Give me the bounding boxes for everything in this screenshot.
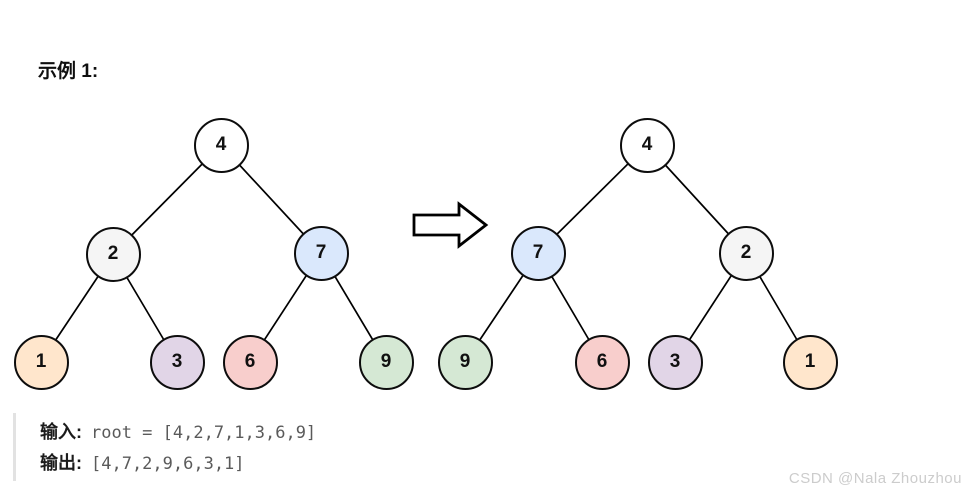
input-line: 输入: root = [4,2,7,1,3,6,9] [40,417,316,448]
tree-edge-input-tree-4-2 [112,144,222,255]
right-arrow-icon [412,201,489,249]
output-label: 输出: [40,453,82,473]
input-label: 输入: [40,422,82,442]
tree-edge-output-tree-2-3 [674,252,747,363]
example-heading: 示例 1: [38,61,99,82]
tree-edge-input-tree-2-1 [40,253,114,363]
output-line: 输出: [4,7,2,9,6,3,1] [40,448,316,479]
tree-edge-input-tree-7-9 [320,252,387,363]
tree-edge-output-tree-4-7 [537,144,648,254]
tree-edge-input-tree-7-6 [249,252,322,363]
tree-edge-output-tree-7-6 [537,252,603,363]
csdn-watermark: CSDN @Nala Zhouzhou [788,470,962,487]
tree-edge-input-tree-2-3 [112,253,178,363]
input-value: root = [4,2,7,1,3,6,9] [91,423,317,443]
tree-edges [40,144,811,363]
tree-edge-output-tree-2-1 [745,252,811,363]
tree-edge-input-tree-4-7 [220,144,322,254]
tree-edge-output-tree-7-9 [464,252,539,363]
output-value: [4,7,2,9,6,3,1] [91,454,245,474]
tree-edge-output-tree-4-2 [646,144,747,254]
example-io-block: 输入: root = [4,2,7,1,3,6,9] 输出: [4,7,2,9,6,… [13,413,316,481]
